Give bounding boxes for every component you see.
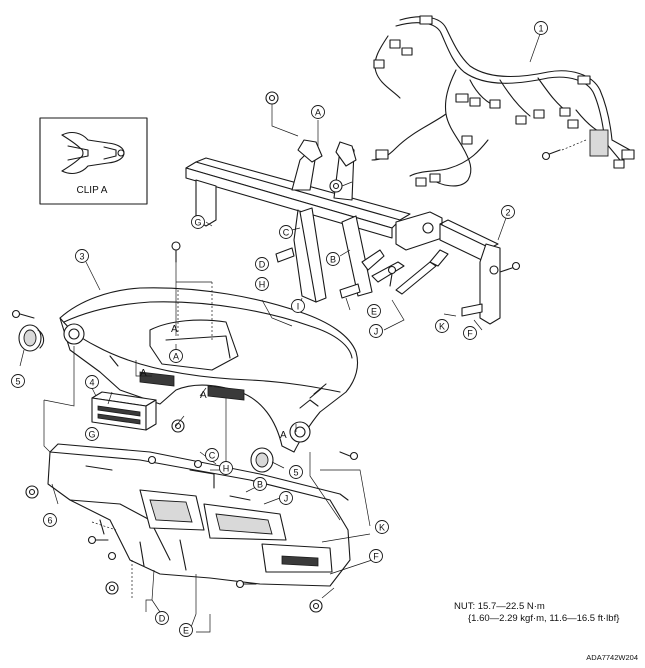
svg-text:B: B bbox=[330, 255, 336, 265]
callout-part-5-left: 5 bbox=[11, 374, 25, 388]
callout-letter-h-top: H bbox=[255, 277, 269, 291]
callout-letter-h-low: H bbox=[219, 461, 233, 475]
torque-note: NUT: 15.7—22.5 N·m {1.60—2.29 kgf·m, 11.… bbox=[454, 601, 619, 624]
svg-text:F: F bbox=[373, 552, 379, 562]
callout-part-5-right: 5 bbox=[289, 465, 303, 479]
callout-letter-f-top: F bbox=[463, 326, 477, 340]
inline-letter-a-4: A bbox=[171, 324, 178, 335]
callout-part-1: 1 bbox=[534, 21, 548, 35]
svg-text:4: 4 bbox=[89, 378, 94, 388]
callout-letter-c-top: C bbox=[279, 225, 293, 239]
inline-letter-a-2: A bbox=[200, 390, 207, 401]
callout-letter-a-dash: A bbox=[169, 349, 183, 363]
callout-letter-k-top: K bbox=[435, 319, 449, 333]
svg-text:E: E bbox=[371, 307, 377, 317]
audio-unit bbox=[91, 391, 157, 431]
air-vent-left bbox=[18, 324, 45, 367]
guide-lines bbox=[43, 33, 541, 633]
letter-callouts: A A B B C C D D bbox=[85, 105, 477, 637]
lower-frame bbox=[47, 443, 351, 589]
callout-letter-d-low: D bbox=[155, 611, 169, 625]
svg-text:C: C bbox=[209, 451, 216, 461]
svg-text:5: 5 bbox=[15, 377, 20, 387]
inline-letter-a-3: A bbox=[280, 430, 287, 441]
svg-text:K: K bbox=[379, 523, 385, 533]
nut-bottom-left bbox=[105, 581, 119, 595]
part-callouts: 1 2 3 4 5 5 6 bbox=[11, 21, 548, 527]
nut-top bbox=[265, 91, 357, 167]
svg-text:H: H bbox=[223, 464, 230, 474]
svg-text:G: G bbox=[194, 218, 201, 228]
callout-letter-c-low: C bbox=[205, 448, 219, 462]
svg-text:C: C bbox=[283, 228, 290, 238]
svg-text:A: A bbox=[315, 108, 321, 118]
callout-letter-f-low: F bbox=[369, 549, 383, 563]
callout-letter-i: I bbox=[291, 299, 305, 313]
svg-text:J: J bbox=[374, 327, 379, 337]
nut-under-vent bbox=[171, 419, 185, 433]
callout-part-6: 6 bbox=[43, 513, 57, 527]
svg-text:G: G bbox=[88, 430, 95, 440]
inline-letter-a-1: A bbox=[140, 368, 147, 379]
svg-text:H: H bbox=[259, 280, 266, 290]
callout-letter-k-low: K bbox=[375, 520, 389, 534]
svg-text:B: B bbox=[257, 480, 263, 490]
callout-letter-d-top: D bbox=[255, 257, 269, 271]
callout-part-2: 2 bbox=[501, 205, 515, 219]
torque-note-line2: {1.60—2.29 kgf·m, 11.6—16.5 ft·lbf} bbox=[468, 613, 619, 624]
screw-lower-left bbox=[87, 535, 109, 545]
svg-text:J: J bbox=[284, 494, 289, 504]
svg-text:6: 6 bbox=[47, 516, 52, 526]
svg-text:2: 2 bbox=[505, 208, 510, 218]
svg-text:1: 1 bbox=[538, 24, 543, 34]
callout-letter-g-low: G bbox=[85, 427, 99, 441]
callout-letter-b-low: B bbox=[253, 477, 267, 491]
torque-note-line1: NUT: 15.7—22.5 N·m bbox=[454, 601, 545, 612]
callout-letter-b-top: B bbox=[326, 252, 340, 266]
nut-mid bbox=[329, 179, 353, 193]
figure-code: ADA7742W204 bbox=[586, 653, 638, 662]
clip-a-inset: CLIP A bbox=[39, 117, 148, 205]
callout-letter-e-low: E bbox=[179, 623, 193, 637]
svg-text:A: A bbox=[173, 352, 179, 362]
clip-a-icon bbox=[61, 131, 125, 175]
wiring-harness bbox=[371, 15, 635, 187]
callout-part-4: 4 bbox=[85, 375, 99, 389]
callout-letter-j-low: J bbox=[279, 491, 293, 505]
svg-text:K: K bbox=[439, 322, 445, 332]
nut-bottom-right bbox=[309, 599, 323, 613]
svg-text:I: I bbox=[297, 302, 300, 312]
svg-text:F: F bbox=[467, 329, 473, 339]
callout-letter-g-top: G bbox=[191, 215, 205, 229]
svg-text:E: E bbox=[183, 626, 189, 636]
inline-clip-letters: A A A A bbox=[140, 324, 287, 441]
screw-dashboard bbox=[171, 241, 181, 263]
callout-part-3: 3 bbox=[75, 249, 89, 263]
svg-text:D: D bbox=[159, 614, 166, 624]
screw-top-left bbox=[11, 309, 35, 319]
svg-text:5: 5 bbox=[293, 468, 298, 478]
callout-letter-a-top: A bbox=[311, 105, 325, 119]
callout-letter-j-top: J bbox=[369, 324, 383, 338]
screw-right-dash bbox=[339, 451, 359, 461]
nut-left-frame bbox=[25, 485, 39, 499]
air-vent-right bbox=[250, 447, 285, 473]
clip-a-label: CLIP A bbox=[77, 185, 108, 196]
svg-text:D: D bbox=[259, 260, 266, 270]
callout-letter-e-top: E bbox=[367, 304, 381, 318]
svg-text:3: 3 bbox=[79, 252, 84, 262]
